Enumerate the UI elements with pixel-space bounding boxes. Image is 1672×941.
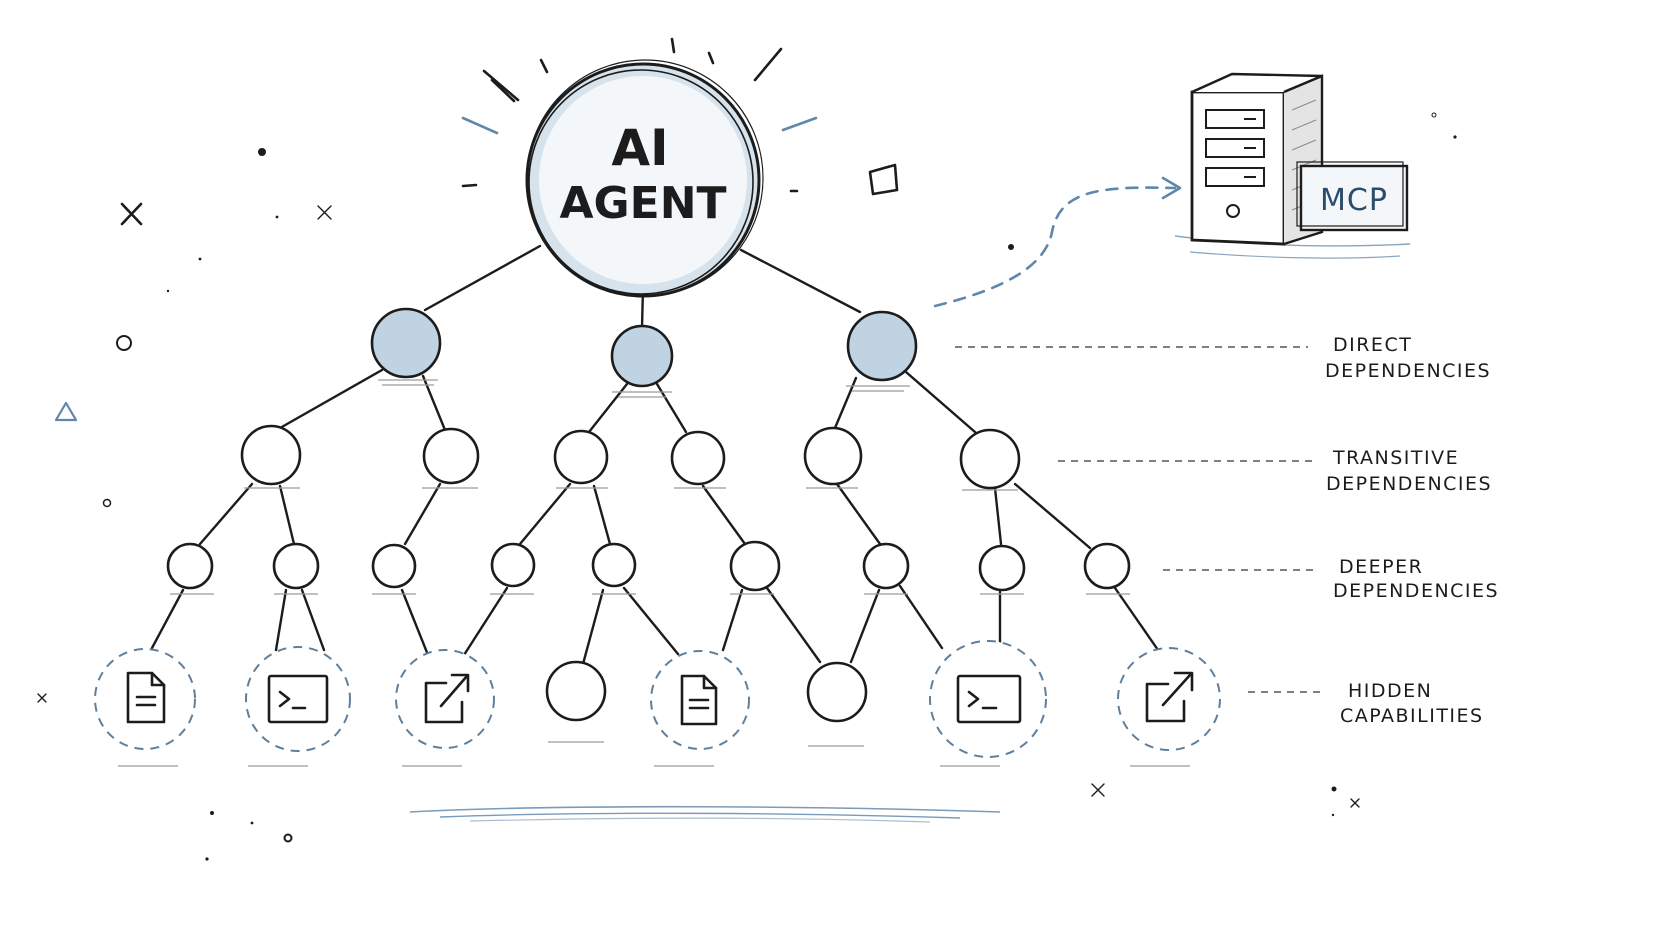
level-label-direct-line1: DIRECT [1333,334,1412,356]
hidden-capability-node [806,661,868,723]
agent-title-line2: AGENT [559,178,726,229]
terminal-icon [956,674,1022,724]
level-label-deeper-line2: DEPENDENCIES [1333,580,1499,602]
deeper-dependency-node [978,544,1026,592]
external-link-icon [424,673,470,724]
hidden-capability-external-link [1117,647,1221,751]
transitive-dependency-node [422,427,480,485]
mcp-connection-arrow [933,176,1182,308]
direct-dependency-node [610,324,674,388]
transitive-dependency-node [959,428,1021,490]
deeper-dependency-node [490,542,536,588]
hidden-capability-node [545,660,607,722]
hidden-capabilities [94,640,1221,758]
level-label-transitive-line2: DEPENDENCIES [1326,473,1492,495]
direct-dependency-node [846,310,918,382]
hidden-capability-document [650,650,750,750]
deeper-dependency-node [591,542,637,588]
deeper-dependency-node [862,542,910,590]
mcp-badge-label: MCP [1320,183,1388,218]
transitive-dependency-node [803,426,863,486]
level-legend: DIRECT DEPENDENCIES TRANSITIVE DEPENDENC… [955,334,1499,727]
deeper-dependency-node [371,543,417,589]
level-label-transitive-line1: TRANSITIVE [1332,447,1459,469]
hidden-capability-terminal [245,646,351,752]
mcp-badge: MCP [1296,161,1409,232]
terminal-icon [267,674,329,724]
document-icon [680,674,718,726]
decorative-marks [37,112,1457,861]
hidden-capability-external-link [395,649,495,749]
deeper-dependency-node [729,540,781,592]
mcp-server: MCP [1174,72,1411,259]
deeper-dependency-nodes [166,540,1131,592]
level-label-direct-line2: DEPENDENCIES [1325,360,1491,382]
agent-title-line1: AI [611,119,668,177]
transitive-dependency-node [553,429,609,485]
deeper-dependency-node [1083,542,1131,590]
direct-dependency-node [370,307,442,379]
deeper-dependency-node [166,542,214,590]
hidden-capability-document [94,648,196,750]
agent-burst-lines [461,37,818,193]
transitive-dependency-node [240,424,302,486]
direct-dependency-nodes [370,307,918,388]
ai-agent-node: AI AGENT [525,59,764,298]
level-label-hidden-line1: HIDDEN [1348,680,1432,702]
external-link-icon [1145,671,1194,723]
transitive-dependency-node [670,430,726,486]
document-icon [126,671,166,724]
level-label-hidden-line2: CAPABILITIES [1340,705,1484,727]
tree-edges [150,244,1160,666]
node-shadows [118,379,1190,767]
hidden-capability-terminal [929,640,1047,758]
level-label-deeper-line1: DEEPER [1339,556,1423,578]
deeper-dependency-node [272,542,320,590]
transitive-dependency-nodes [240,424,1021,490]
